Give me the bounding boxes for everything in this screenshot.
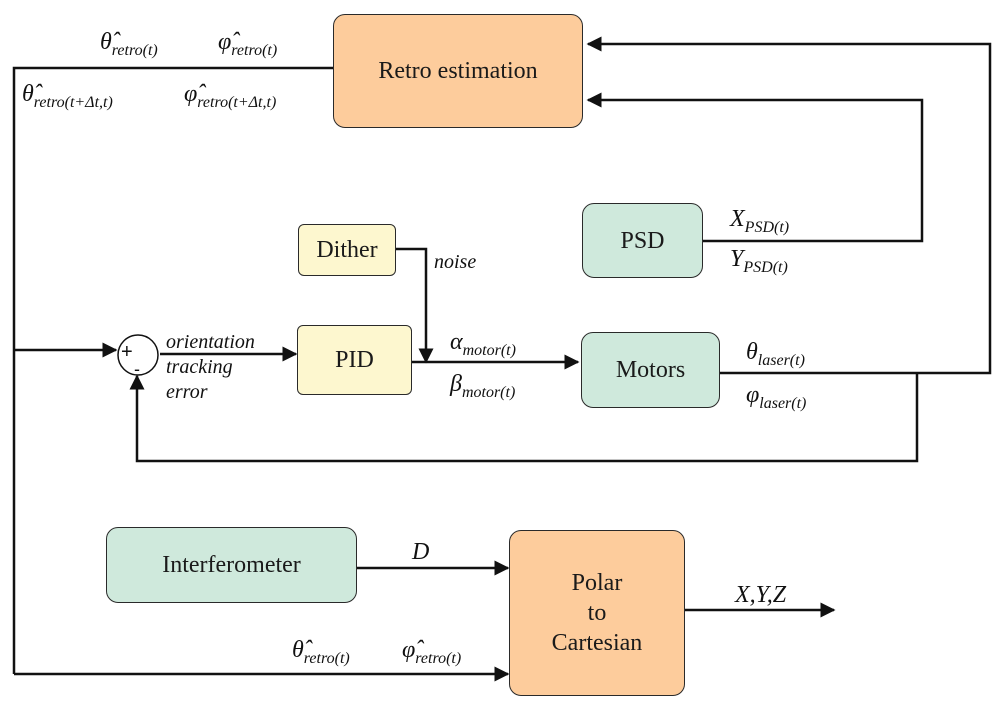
noise-label: noise [434,251,477,273]
dither-label: Dither [316,237,378,263]
pid-block: PID [297,325,412,395]
motors-label: Motors [615,357,686,383]
error-label-line1: orientation [166,331,255,353]
phi-retro-t-label: φ̂retro(t) [218,29,278,59]
error-label-line3: error [166,381,208,403]
error-label: orientation tracking error [166,330,255,405]
sum-plus-sign: + [121,341,133,363]
dither-block: Dither [298,224,396,276]
feedback-wire [129,373,919,463]
summing-junction [117,334,159,376]
motors-block: Motors [581,332,720,408]
retro-output-wire [12,66,333,674]
alpha-motor-label: αmotor(t) [450,329,516,359]
sum-minus-sign: - [134,359,140,379]
laser-angle-wire [586,36,992,375]
interferometer-block: Interferometer [106,527,357,603]
x-psd-label: XPSD(t) [730,206,790,236]
beta-motor-label: βmotor(t) [450,371,516,401]
psd-label: PSD [620,227,665,254]
theta-retro-tdt-label: θ̂retro(t+Δt,t) [22,81,113,111]
xyz-label: X,Y,Z [735,582,787,608]
psd-block: PSD [582,203,703,278]
phi-retro-tdt-label: φ̂retro(t+Δt,t) [184,81,277,111]
polar-label-line2: to [587,600,607,626]
noise-wire [396,247,434,364]
y-psd-label: YPSD(t) [730,246,788,276]
retro-estimation-block: Retro estimation [333,14,583,128]
theta-retro-t-bottom-label: θ̂retro(t) [292,637,350,667]
phi-laser-label: φlaser(t) [746,382,807,412]
theta-retro-t-label: θ̂retro(t) [100,29,158,59]
error-label-line2: tracking [166,356,233,378]
pid-label: PID [335,347,374,373]
psd-wire [586,92,924,243]
polar-label-line1: Polar [571,570,623,596]
phi-retro-t-bottom-label: φ̂retro(t) [402,637,462,667]
polar-to-cartesian-block: Polar to Cartesian [509,530,685,696]
theta-laser-label: θlaser(t) [746,339,805,369]
interferometer-label: Interferometer [162,552,301,578]
retro-estimation-label: Retro estimation [378,58,538,84]
polar-label-line3: Cartesian [551,630,643,656]
distance-label: D [412,539,430,565]
